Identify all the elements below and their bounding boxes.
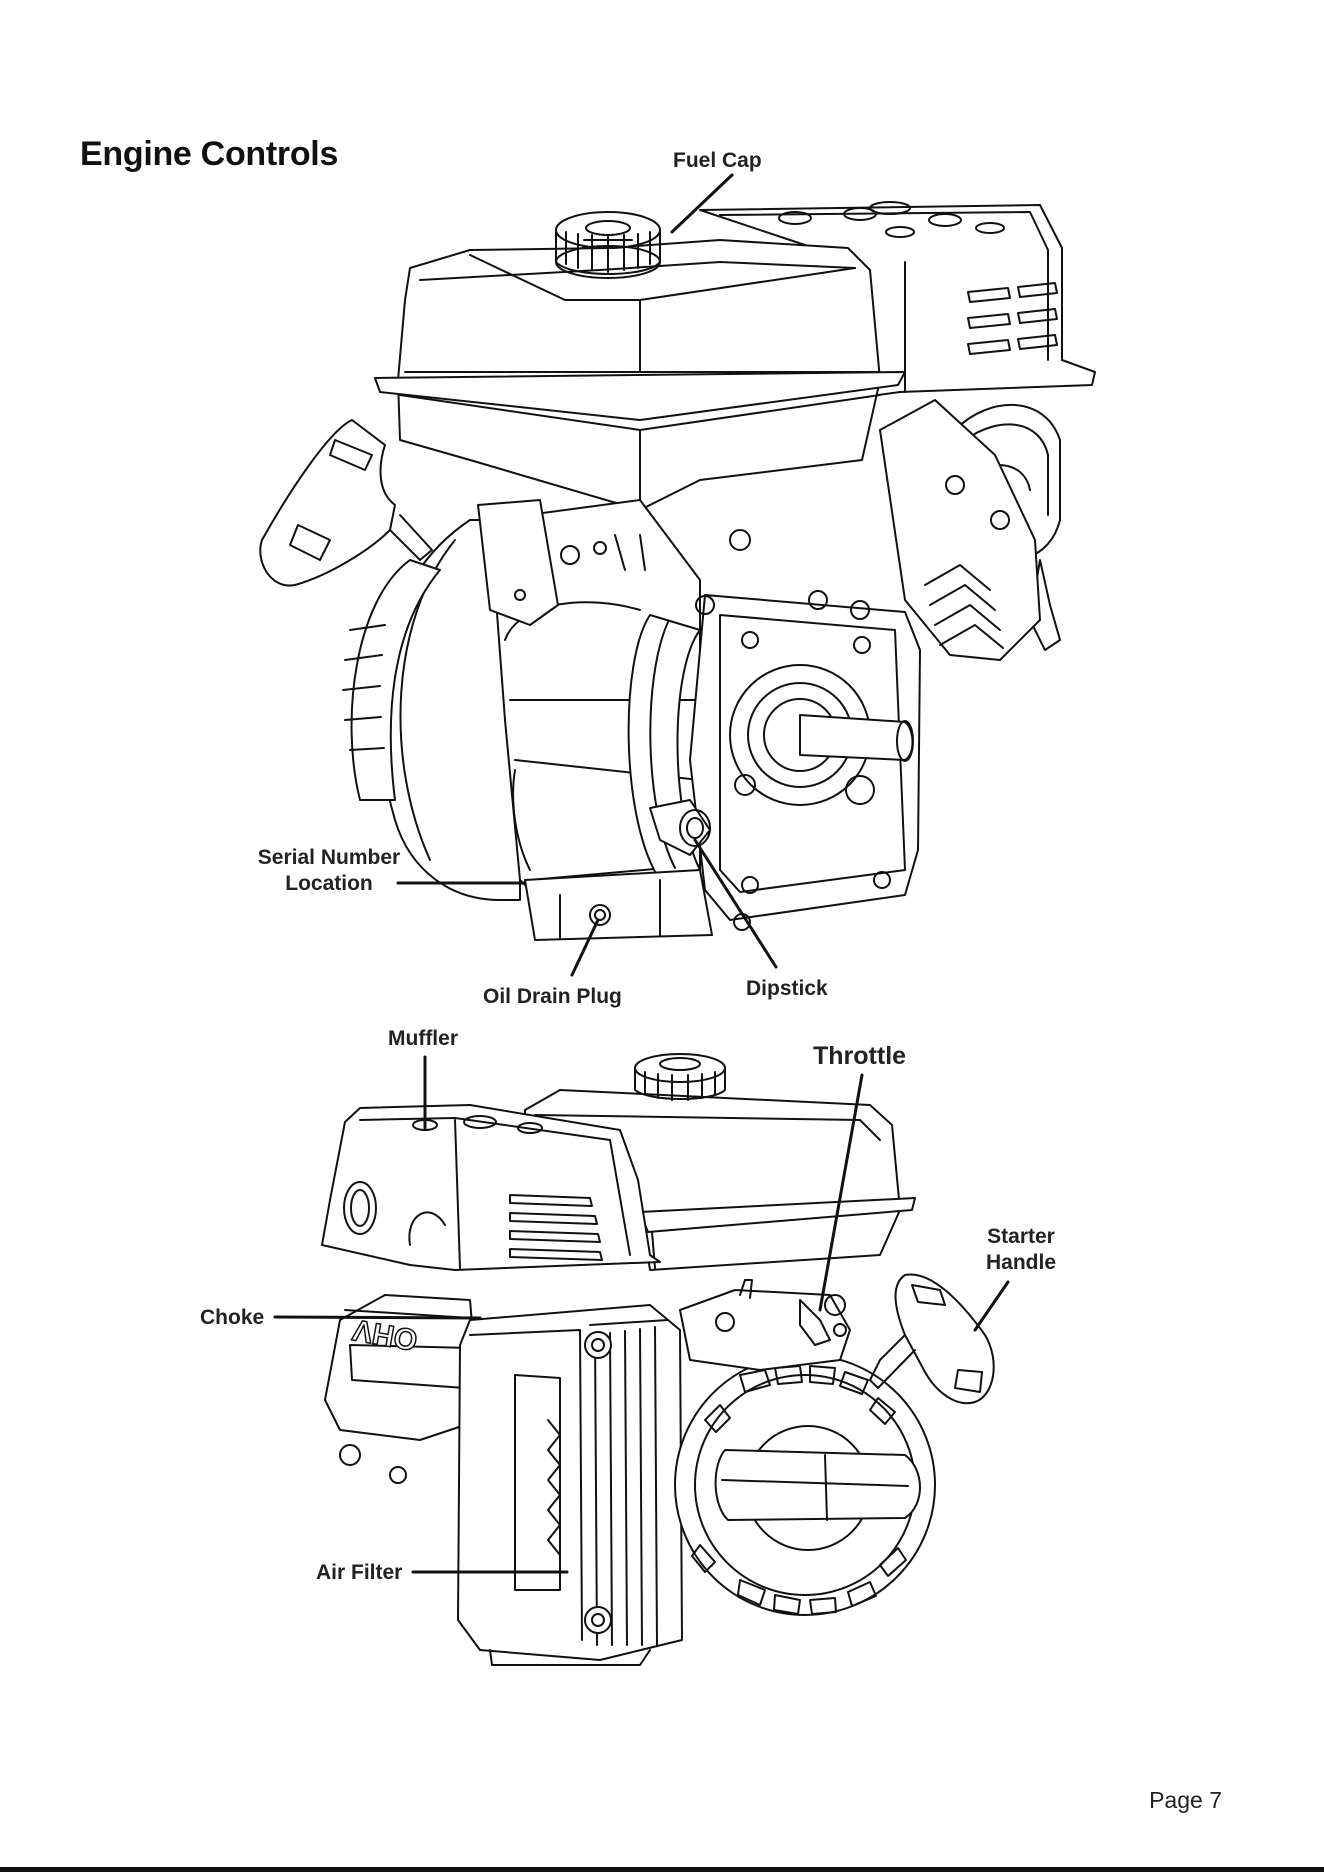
- engine-front-view: [260, 202, 1095, 940]
- leader-fuel-cap: [672, 175, 732, 232]
- page-number: Page 7: [1149, 1787, 1222, 1814]
- label-air-filter: Air Filter: [316, 1561, 402, 1584]
- label-fuel-cap: Fuel Cap: [673, 149, 762, 172]
- recoil-starter-bottom: [675, 1355, 935, 1615]
- fuel-tank-top: [375, 240, 905, 510]
- starter-handle-top: [260, 420, 432, 586]
- label-serial-number-line1: Serial Number: [258, 846, 400, 869]
- label-throttle: Throttle: [813, 1042, 906, 1070]
- throttle-control: [680, 1280, 850, 1370]
- label-starter-handle-line1: Starter: [987, 1225, 1055, 1248]
- starter-handle-bottom: [870, 1274, 994, 1403]
- label-serial-number-line2: Location: [285, 872, 373, 895]
- bottom-rule: [0, 1867, 1324, 1872]
- air-filter-bottom: [458, 1305, 682, 1665]
- label-muffler: Muffler: [388, 1027, 458, 1050]
- label-oil-drain-plug: Oil Drain Plug: [483, 985, 622, 1008]
- leader-starter-handle: [975, 1282, 1008, 1330]
- fuel-cap-bottom: [635, 1054, 725, 1100]
- label-starter-handle-line2: Handle: [986, 1251, 1056, 1274]
- muffler-cover-bottom: [322, 1105, 660, 1270]
- label-dipstick: Dipstick: [746, 977, 828, 1000]
- label-choke: Choke: [200, 1306, 264, 1329]
